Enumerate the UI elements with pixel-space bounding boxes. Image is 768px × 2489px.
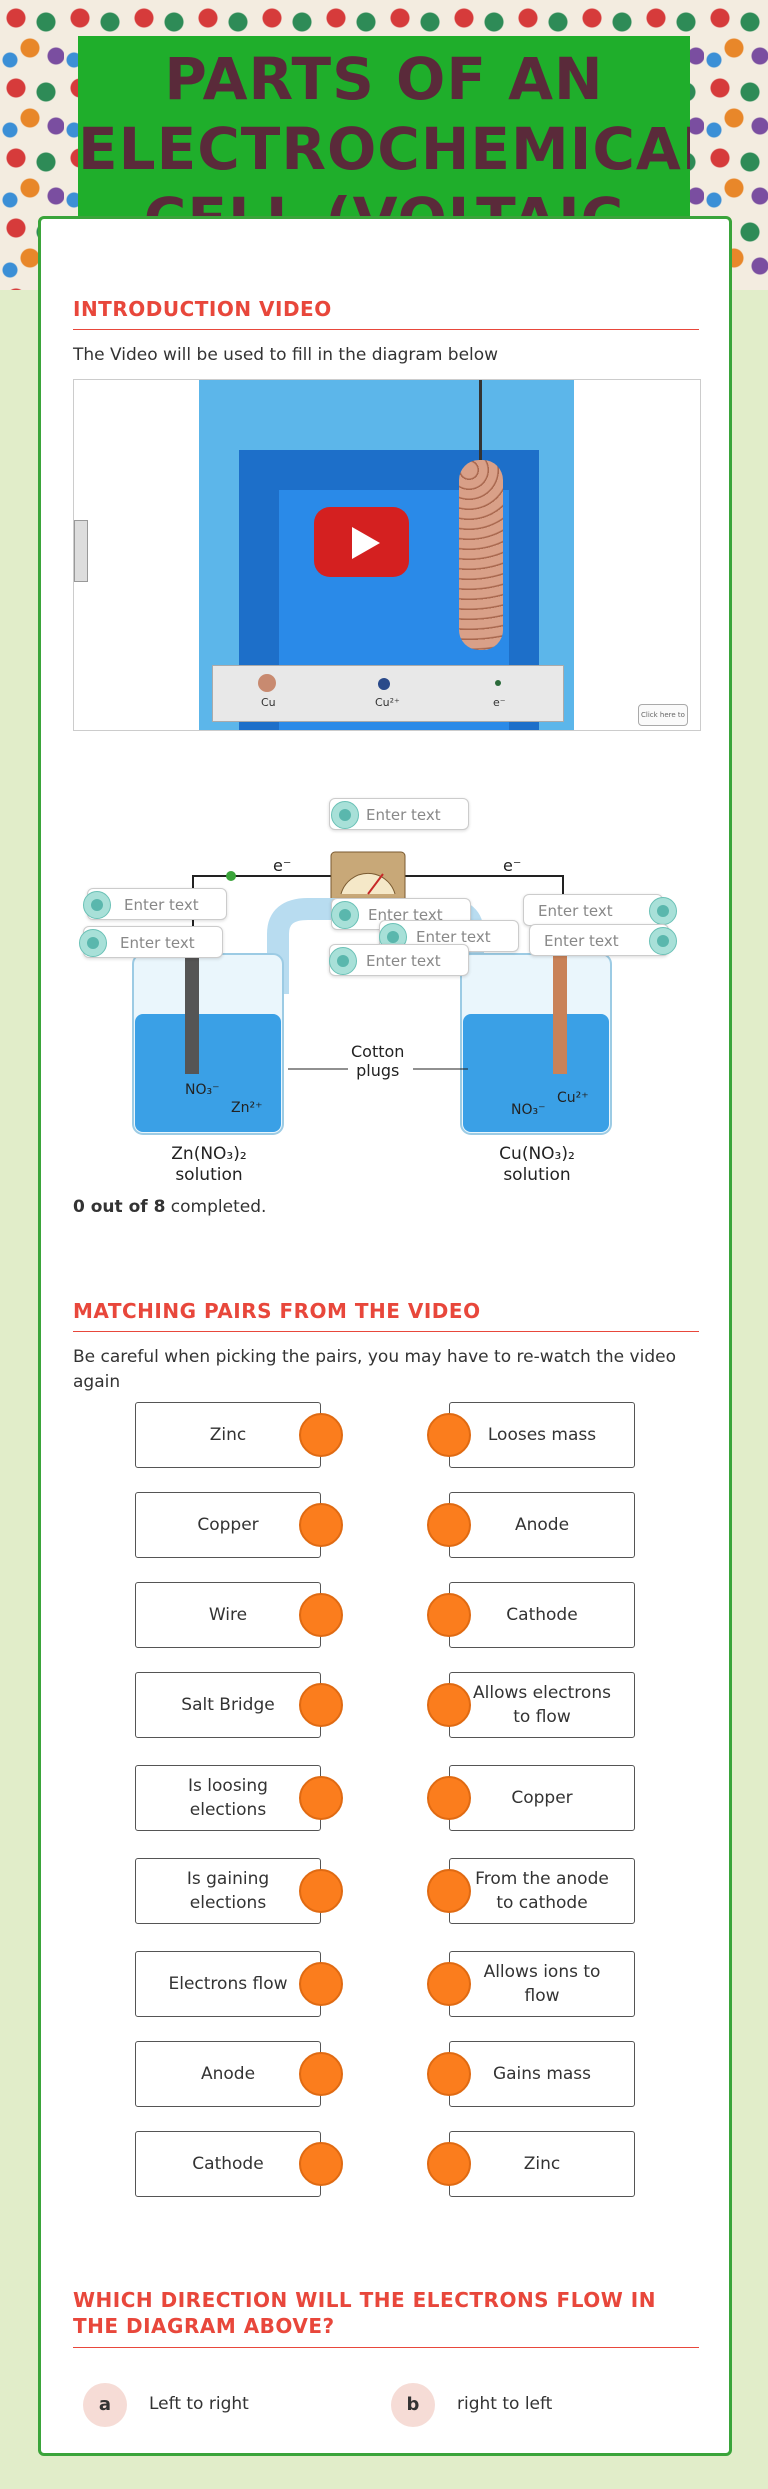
match-left-handle[interactable] [299,2052,343,2096]
diagram-drop-dot-6[interactable] [329,947,357,975]
match-right-handle[interactable] [427,1413,471,1457]
diagram-label-input-7[interactable]: Enter text [523,894,663,926]
match-left-handle[interactable] [299,2142,343,2186]
match-right-item[interactable]: Zinc [449,2131,635,2197]
diagram-drop-dot-4[interactable] [331,901,359,929]
match-left-item[interactable]: Copper [135,1492,321,1558]
play-icon[interactable] [314,507,409,577]
choice-a-letter[interactable]: a [83,2383,127,2427]
match-left-item[interactable]: Zinc [135,1402,321,1468]
copper-electrode-image [459,460,503,650]
match-right-handle[interactable] [427,1683,471,1727]
choice-b-letter[interactable]: b [391,2383,435,2427]
matching-text: Be careful when picking the pairs, you m… [73,1347,676,1392]
voltaic-cell-diagram: e⁻ e⁻ Cotton plugs NO₃⁻ Zn²⁺ NO₃⁻ Cu²⁺ Z… [73,794,699,1194]
match-right-handle[interactable] [427,1503,471,1547]
choice-b-text[interactable]: right to left [457,2394,553,2414]
page-title: PARTS OF AN ELECTROCHEMICAL CELL (VOLTAI… [78,45,690,216]
match-left-item[interactable]: Salt Bridge [135,1672,321,1738]
completion-status: 0 out of 8 completed. [73,1197,267,1217]
match-left-handle[interactable] [299,1683,343,1727]
match-right-item[interactable]: Anode [449,1492,635,1558]
match-right-handle[interactable] [427,2052,471,2096]
match-right-item[interactable]: Copper [449,1765,635,1831]
cell-illustration [132,851,612,1135]
matching-heading: MATCHING PAIRS FROM THE VIDEO [73,1299,699,1332]
match-left-item[interactable]: Anode [135,2041,321,2107]
match-left-item[interactable]: Cathode [135,2131,321,2197]
match-right-item[interactable]: From the anode to cathode [449,1858,635,1924]
cu-ion-label: Cu²⁺ [557,1090,589,1106]
left-solution-label: Zn(NO₃)₂ solution [171,1144,247,1185]
match-right-item[interactable]: Cathode [449,1582,635,1648]
diagram-drop-dot-8[interactable] [649,927,677,955]
video-side-handle [74,520,88,582]
video-player[interactable]: Cu Cu²⁺ e⁻ Click here to [73,379,701,731]
choice-a-text[interactable]: Left to right [149,2394,249,2414]
match-right-item[interactable]: Allows ions to flow [449,1951,635,2017]
zn-ion-label: Zn²⁺ [231,1100,263,1116]
no3-right-label: NO₃⁻ [511,1102,546,1118]
match-left-item[interactable]: Is gaining elections [135,1858,321,1924]
diagram-drop-dot-3[interactable] [79,929,107,957]
match-right-handle[interactable] [427,1962,471,2006]
match-left-handle[interactable] [299,1869,343,1913]
no3-left-label: NO₃⁻ [185,1082,220,1098]
match-right-item[interactable]: Looses mass [449,1402,635,1468]
match-right-item[interactable]: Gains mass [449,2041,635,2107]
electron-label-left: e⁻ [273,856,292,875]
worksheet-card: INTRODUCTION VIDEO The Video will be use… [38,216,732,2456]
match-left-handle[interactable] [299,1593,343,1637]
electron-label-right: e⁻ [503,856,522,875]
match-left-item[interactable]: Is loosing elections [135,1765,321,1831]
match-left-handle[interactable] [299,1503,343,1547]
intro-heading: INTRODUCTION VIDEO [73,297,699,330]
match-left-handle[interactable] [299,1776,343,1820]
match-right-item[interactable]: Allows electrons to flow [449,1672,635,1738]
right-solution-label: Cu(NO₃)₂ solution [499,1144,575,1185]
match-right-handle[interactable] [427,1776,471,1820]
intro-text: The Video will be used to fill in the di… [73,345,499,365]
match-right-handle[interactable] [427,1593,471,1637]
match-left-handle[interactable] [299,1413,343,1457]
match-left-handle[interactable] [299,1962,343,2006]
title-banner: PARTS OF AN ELECTROCHEMICAL CELL (VOLTAI… [78,36,690,216]
video-legend: Cu Cu²⁺ e⁻ [212,665,564,722]
video-corner-button[interactable]: Click here to [638,704,688,726]
question-heading: WHICH DIRECTION WILL THE ELECTRONS FLOW … [73,2287,699,2348]
match-right-handle[interactable] [427,1869,471,1913]
match-left-item[interactable]: Electrons flow [135,1951,321,2017]
diagram-drop-dot-1[interactable] [331,801,359,829]
diagram-label-input-8[interactable]: Enter text [529,924,669,956]
match-right-handle[interactable] [427,2142,471,2186]
diagram-drop-dot-2[interactable] [83,891,111,919]
cotton-plugs-label: Cotton plugs [351,1042,405,1080]
match-left-item[interactable]: Wire [135,1582,321,1648]
diagram-drop-dot-7[interactable] [649,897,677,925]
